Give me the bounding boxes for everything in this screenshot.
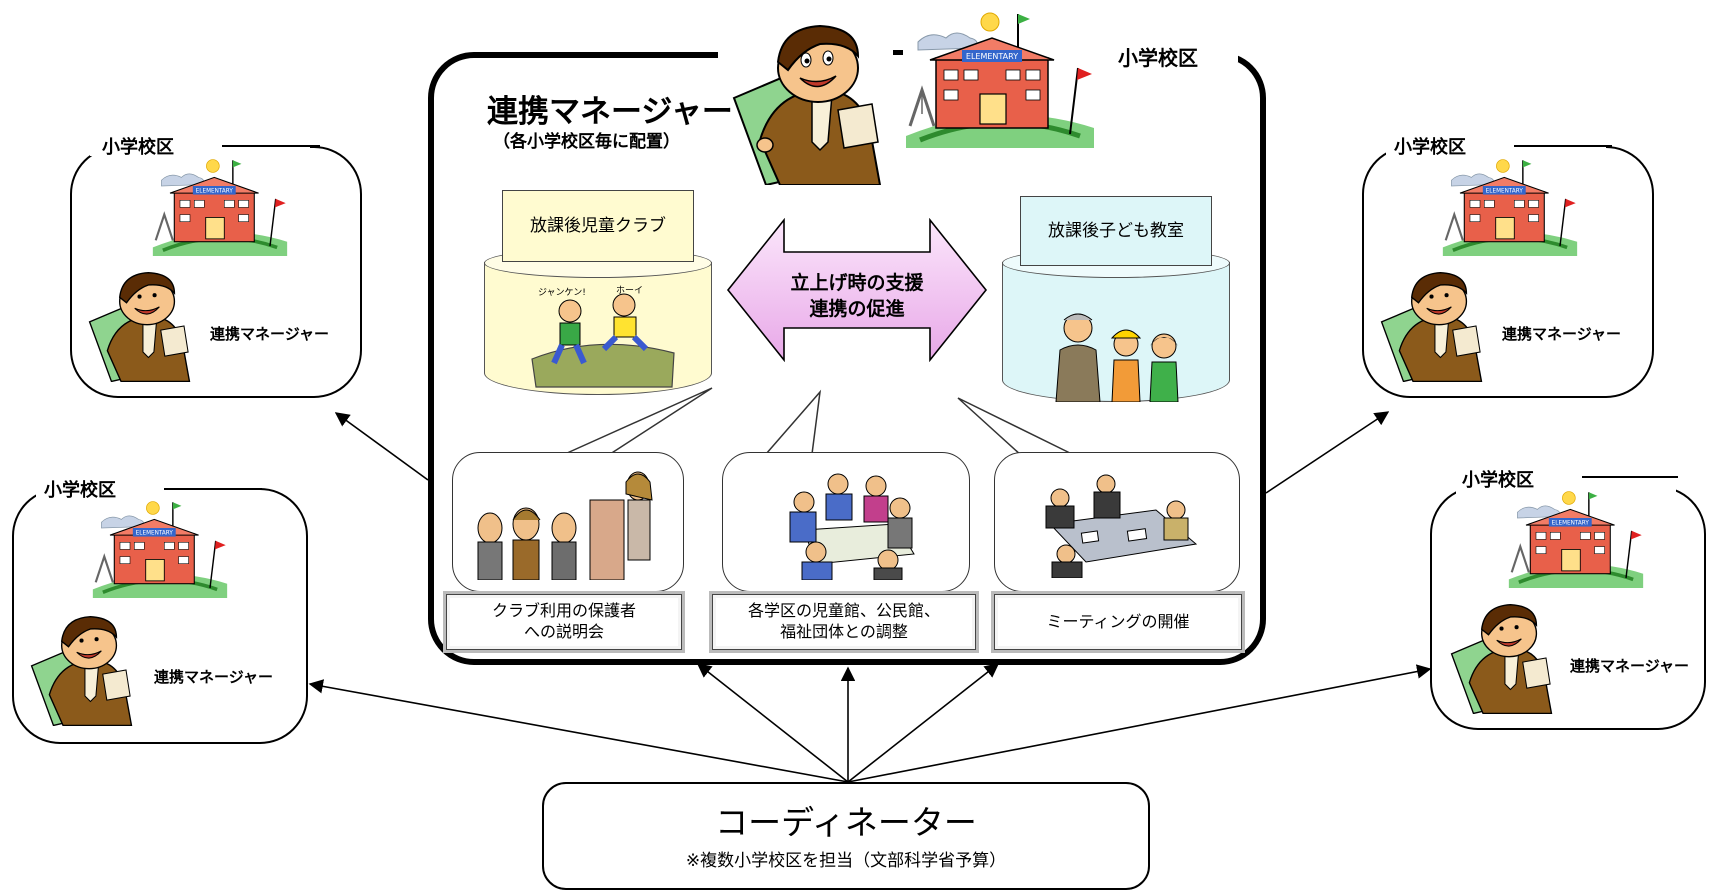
manager-figure-top-right [1380, 271, 1483, 382]
district-label-cover-bottom-left [36, 478, 256, 498]
arrow-coord-right-bottom [847, 664, 1432, 783]
manager-figure-large [732, 24, 882, 185]
arrow-center-right-top [1265, 411, 1390, 494]
classroom-label: 放課後子ども教室 [1020, 196, 1212, 266]
school-icon-top-left: ELEMENTARY [152, 159, 288, 256]
school-icon-bottom-right: ELEMENTARY [1508, 491, 1644, 588]
coordinator-box [542, 782, 1150, 890]
coordination-meeting-illustration [789, 473, 915, 580]
club-label-text: 放課後児童クラブ [530, 215, 666, 236]
district-label-top-right: 小学校区 [1394, 137, 1466, 158]
activity-caption-mid: 各学区の児童館、公民館、 福祉団体との調整 [712, 594, 976, 650]
tail-joint-right [1023, 453, 1075, 457]
arrow-text-line1: 立上げ時の支援 [790, 272, 924, 294]
club-label: 放課後児童クラブ [502, 190, 694, 262]
district-label-line-top-left [222, 145, 320, 147]
activity-caption-left: クラブ利用の保護者 への説明会 [446, 594, 682, 650]
district-label-cover-bottom-right [1456, 476, 1676, 496]
tail-joint-mid [767, 453, 811, 457]
arrow-text-line2: 連携の促進 [809, 298, 905, 320]
coordinator-note: ※複数小学校区を担当（文部科学省予算） [685, 851, 1007, 871]
teacher-children-illustration [1055, 313, 1179, 402]
arrow-coord-left-bottom [308, 679, 849, 783]
district-label-line-bottom-left [164, 488, 262, 490]
district-label-bottom-right: 小学校区 [1462, 470, 1534, 491]
children-playing-illustration: ジャンケン! ホーイ [531, 285, 675, 388]
school-sign: ELEMENTARY [196, 188, 234, 194]
district-label-line-top-right [1514, 145, 1612, 147]
manager-title: 連携マネージャー [487, 94, 733, 130]
caption-left-line2: への説明会 [523, 622, 604, 641]
center-district-label: 小学校区 [1118, 46, 1198, 70]
arrow-center-left-top [334, 412, 429, 481]
school-icon-bottom-left: ELEMENTARY [92, 501, 228, 598]
illus-shout2: ホーイ [616, 285, 643, 296]
district-label-bottom-left: 小学校区 [44, 480, 116, 501]
classroom-label-text: 放課後子ども教室 [1048, 220, 1184, 241]
district-label-cover-top-right [1386, 136, 1606, 156]
tail-mid [765, 389, 822, 455]
caption-left-line1: クラブ利用の保護者 [491, 601, 636, 621]
district-label-cover-top-left [90, 136, 310, 156]
activity-bubble-mid [722, 452, 970, 592]
caption-mid-line2: 福祉団体との調整 [780, 622, 908, 641]
district-manager-bottom-right: 連携マネージャー [1570, 657, 1689, 675]
school-sign-large: ELEMENTARY [966, 52, 1018, 61]
center-label-dash [893, 50, 903, 55]
manager-note: （各小学校区毎に配置） [493, 132, 680, 152]
illus-shout1: ジャンケン! [538, 287, 586, 298]
tail-joint-left [557, 453, 603, 457]
tail-left [555, 387, 713, 459]
arrow-coord-center-left [696, 663, 849, 783]
manager-figure-top-left [88, 271, 191, 382]
tail-right [957, 397, 1077, 457]
district-label-line-bottom-right [1582, 476, 1678, 478]
district-label-top-left: 小学校区 [102, 137, 174, 158]
school-sign: ELEMENTARY [1552, 520, 1590, 526]
activity-caption-right: ミーティングの開催 [994, 594, 1242, 650]
manager-figure-bottom-left [30, 615, 133, 726]
parents-meeting-illustration [477, 471, 653, 580]
district-manager-top-left: 連携マネージャー [210, 325, 329, 343]
coordinator-title: コーディネーター [715, 803, 977, 842]
manager-figure-bottom-right [1450, 603, 1553, 714]
arrow-coord-center-right [847, 663, 1000, 783]
school-sign: ELEMENTARY [136, 530, 174, 536]
double-arrow [726, 218, 988, 362]
school-sign: ELEMENTARY [1486, 188, 1524, 194]
caption-mid-line1: 各学区の児童館、公民館、 [747, 601, 940, 621]
school-illustration-large: ELEMENTARY [906, 12, 1094, 148]
business-meeting-illustration [1045, 474, 1198, 578]
caption-right-line1: ミーティングの開催 [1046, 611, 1190, 631]
school-icon-top-right: ELEMENTARY [1442, 159, 1578, 256]
district-manager-top-right: 連携マネージャー [1502, 325, 1621, 343]
district-manager-bottom-left: 連携マネージャー [154, 668, 273, 686]
